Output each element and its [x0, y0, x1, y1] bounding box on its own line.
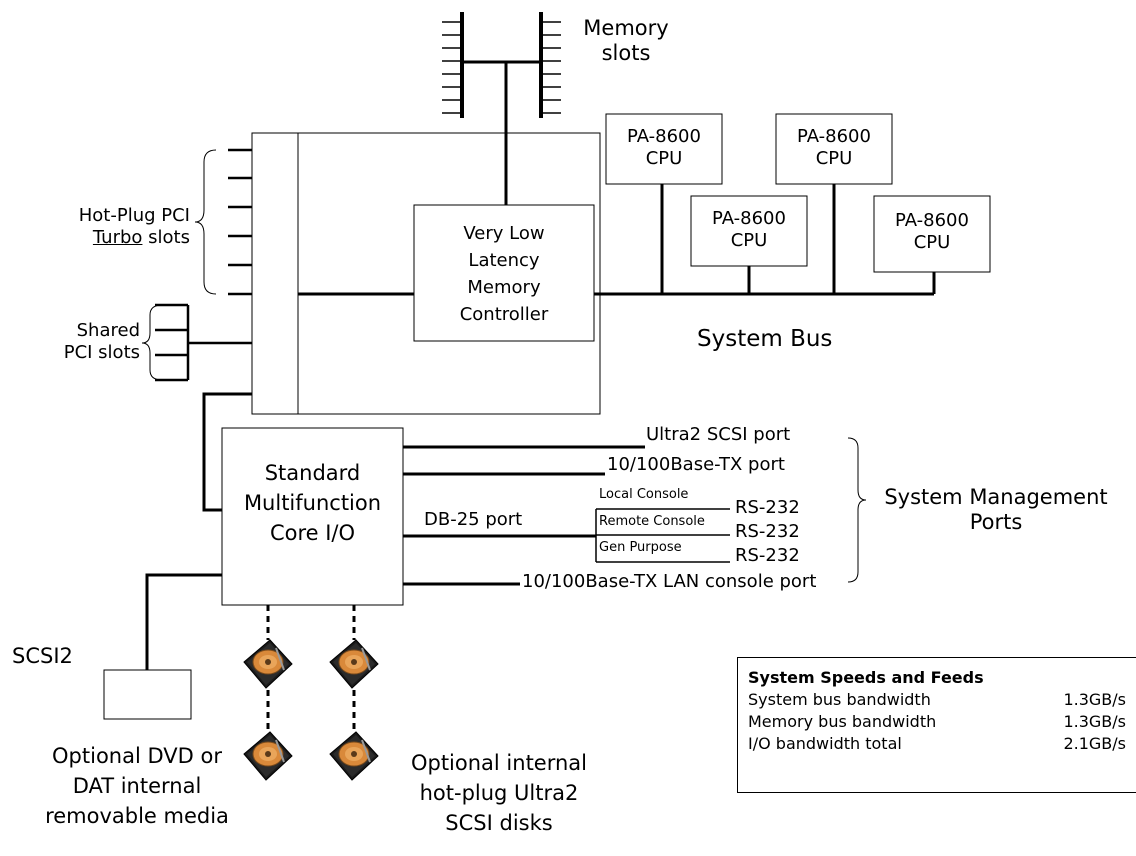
disk-links — [266, 605, 356, 732]
table-cell-value: 2.1GB/s — [1063, 734, 1126, 753]
table-cell-value: 1.3GB/s — [1063, 690, 1126, 709]
pci-bridge-box — [251, 132, 299, 415]
removable-media-label: Optional DVD or DAT internal removable m… — [45, 744, 229, 828]
local-console-label: Local Console — [599, 487, 689, 502]
hotplug-brace — [194, 149, 217, 295]
rs232-label-3: RS-232 — [735, 545, 800, 566]
core-io-label: Standard Multifunction Core I/O — [243, 461, 382, 545]
disk-icon — [329, 731, 379, 781]
table-row: System bus bandwidth 1.3GB/s — [748, 689, 1126, 711]
disk-icon — [329, 639, 379, 689]
core-io-box — [221, 427, 404, 606]
speeds-and-feeds-table: System Speeds and Feeds System bus bandw… — [737, 657, 1136, 793]
hotplug-pci-label: Hot-Plug PCI Turbo slots — [78, 205, 190, 248]
shared-pci-slots — [155, 303, 252, 382]
gen-purpose-label: Gen Purpose — [599, 540, 682, 555]
table-cell-value: 1.3GB/s — [1063, 712, 1126, 731]
rs232-label-2: RS-232 — [735, 521, 800, 542]
cpu-box-1 — [605, 113, 723, 185]
base-tx-port-label: 10/100Base-TX port — [607, 454, 785, 475]
pci-to-coreio-line — [202, 392, 252, 512]
rs232-lines — [595, 508, 730, 563]
cpu-box-3 — [775, 113, 893, 185]
hotplug-pci-slots — [228, 148, 252, 296]
db25-port-label: DB-25 port — [424, 509, 523, 530]
remote-console-label: Remote Console — [599, 514, 705, 529]
memory-controller-label: Very Low Latency Memory Controller — [459, 223, 549, 325]
scsi2-line — [145, 573, 222, 670]
scsi2-label: SCSI2 — [12, 644, 73, 668]
rs232-label-1: RS-232 — [735, 497, 800, 518]
disk-icon — [243, 639, 293, 689]
system-bus-label: System Bus — [697, 326, 833, 352]
port-lines — [403, 445, 645, 586]
management-brace — [847, 437, 867, 583]
table-cell-name: I/O bandwidth total — [748, 734, 902, 753]
lan-console-port-label: 10/100Base-TX LAN console port — [522, 571, 817, 592]
table-cell-name: System bus bandwidth — [748, 690, 931, 709]
internal-disks-label: Optional internal hot-plug Ultra2 SCSI d… — [410, 751, 588, 835]
memory-slots — [442, 12, 561, 205]
table-row: I/O bandwidth total 2.1GB/s — [748, 733, 1126, 755]
cpu-box-4 — [873, 195, 991, 273]
system-bus-lines — [594, 184, 936, 296]
speeds-table-title: System Speeds and Feeds — [748, 668, 984, 687]
ultra2-scsi-port-label: Ultra2 SCSI port — [646, 424, 791, 445]
memory-controller-box — [413, 204, 595, 342]
removable-media-box — [103, 669, 192, 720]
shared-brace — [141, 304, 163, 381]
table-row: Memory bus bandwidth 1.3GB/s — [748, 711, 1126, 733]
table-cell-name: Memory bus bandwidth — [748, 712, 937, 731]
